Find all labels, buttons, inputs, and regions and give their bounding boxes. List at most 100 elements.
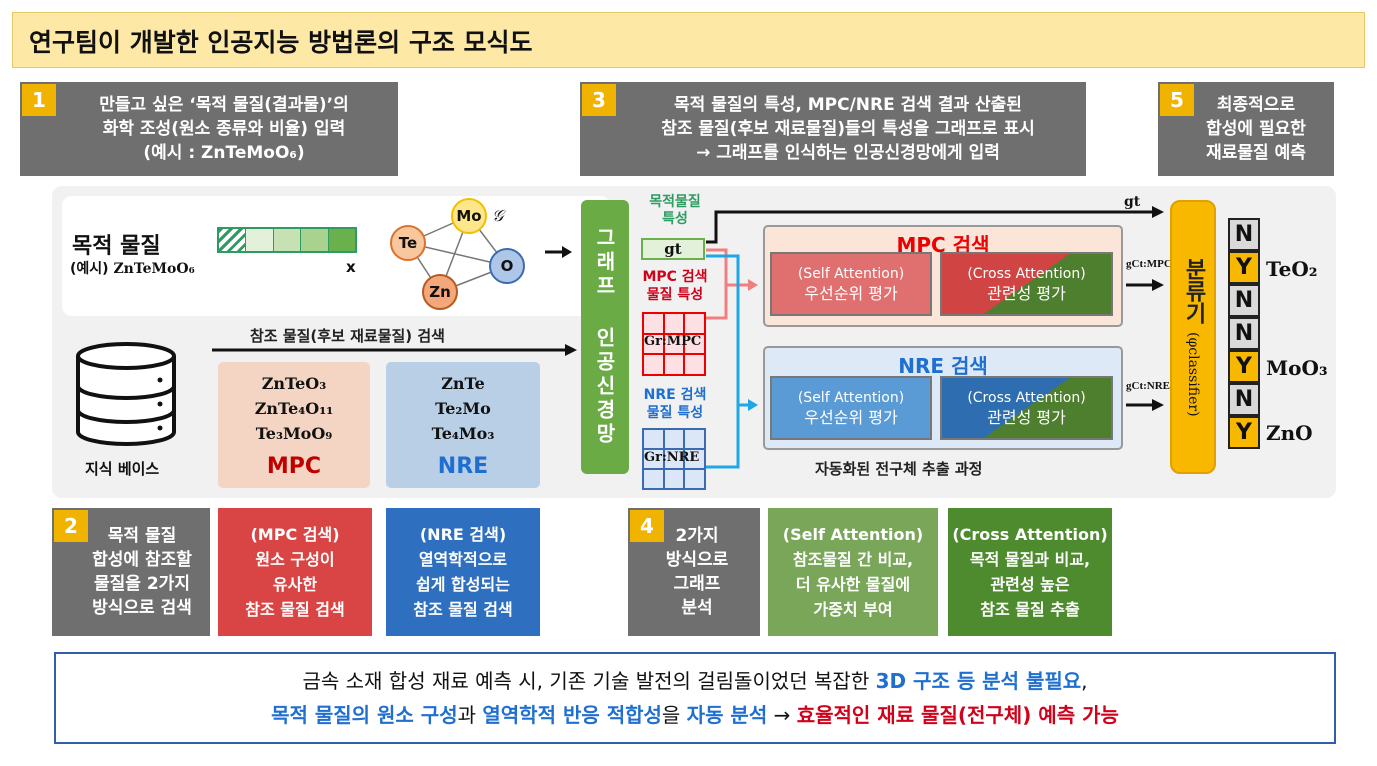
- step5-line: 재료물질 예측: [1206, 143, 1306, 163]
- graph-node-mo: Mo: [451, 198, 487, 234]
- summary-highlight: 목적 물질의 원소 구성: [271, 703, 458, 727]
- step1-number: 1: [22, 84, 56, 116]
- vector-label: x: [346, 258, 356, 276]
- label-line: MPC 검색: [642, 269, 708, 285]
- vector-cell: [246, 229, 274, 251]
- step2-line: 방식으로 검색: [92, 598, 192, 618]
- step4-line: 그래프: [673, 574, 721, 594]
- candidate: ZnTe₄O₁₁: [254, 399, 334, 418]
- prediction-cell: N: [1228, 317, 1260, 350]
- database-icon: [76, 342, 176, 446]
- prediction-label: MoO₃: [1266, 356, 1328, 380]
- prediction-cell: N: [1228, 284, 1260, 317]
- gmpc-output-label: gCt:MPC: [1126, 258, 1172, 270]
- step2-line: 목적 물질: [107, 526, 177, 546]
- desc-line: 참조물질 간 비교,: [792, 550, 914, 569]
- summary-text: 을: [661, 703, 687, 727]
- nre-self-attention: (Self Attention)우선순위 평가: [770, 376, 932, 440]
- gr-mpc-matrix: [642, 312, 706, 376]
- target-example: ZnTeMoO₆: [113, 261, 195, 277]
- step1-box: 만들고 싶은 ‘목적 물질(결과물)’의 화학 조성(원소 종류와 비율) 입력…: [20, 82, 398, 176]
- target-example-prefix: (예시): [70, 261, 114, 277]
- vector-cell: [273, 229, 302, 251]
- prediction-cell: Y: [1228, 416, 1260, 449]
- candidate: Te₄Mo₃: [431, 424, 495, 443]
- candidate: Te₂Mo: [435, 399, 491, 418]
- process-label: 자동화된 전구체 추출 과정: [815, 460, 983, 478]
- label-line: 물질 특성: [646, 405, 704, 421]
- desc-line: 원소 구성이: [255, 550, 335, 569]
- gr-nre-label: Gr:NRE: [644, 450, 700, 465]
- summary-text: ,: [1081, 669, 1088, 693]
- summary-text: 금속 소재 합성 재료 예측 시, 기존 기술 발전의 걸림돌이었던 복잡한: [302, 669, 876, 693]
- candidate: ZnTeO₃: [261, 374, 327, 393]
- vector-cell: [301, 229, 329, 251]
- prediction-column: N Y N N Y N Y: [1228, 218, 1260, 449]
- desc-line: 목적 물질과 비교,: [969, 550, 1091, 569]
- step3-number: 3: [582, 84, 616, 116]
- step4-line: 2가지: [675, 526, 719, 546]
- prediction-cell: Y: [1228, 251, 1260, 284]
- desc-line: 참조 물질 검색: [245, 600, 345, 619]
- step2-number: 2: [54, 510, 88, 542]
- desc-line: 참조 물질 검색: [413, 600, 513, 619]
- step1-line: 만들고 싶은 ‘목적 물질(결과물)’의: [99, 95, 349, 115]
- summary-highlight: 자동 분석: [686, 703, 768, 727]
- nre-candidates: ZnTe Te₂Mo Te₄Mo₃ NRE: [386, 362, 540, 488]
- search-label: 참조 물질(후보 재료물질) 검색: [250, 327, 445, 345]
- att-line: (Cross Attention): [967, 390, 1086, 406]
- step3-line: 목적 물질의 특성, MPC/NRE 검색 결과 산출된: [674, 95, 1022, 115]
- desc-line: 참조 물질 추출: [980, 600, 1080, 619]
- summary-highlight: 3D 구조 등 분석 불필요: [875, 669, 1082, 693]
- step5-line: 합성에 필요한: [1206, 119, 1306, 139]
- composition-vector: [217, 227, 357, 253]
- classifier-block: 분류기 (φclassifier): [1170, 200, 1216, 474]
- desc-line: 열역학적으로: [418, 550, 508, 569]
- summary-highlight: 열역학적 반응 적합성: [482, 703, 662, 727]
- desc-line: 더 유사한 물질에: [795, 575, 911, 594]
- step4-line: 방식으로: [665, 550, 729, 570]
- vector-cell: [219, 229, 247, 251]
- att-line: (Cross Attention): [967, 266, 1086, 282]
- att-line: 관련성 평가: [987, 408, 1066, 427]
- candidate: Te₃MoO₉: [255, 424, 333, 443]
- step5-number: 5: [1160, 84, 1194, 116]
- step3-box: 목적 물질의 특성, MPC/NRE 검색 결과 산출된 참조 물질(후보 재료…: [580, 82, 1086, 176]
- classifier-label: 분류기: [1181, 257, 1206, 324]
- step1-line: 화학 조성(원소 종류와 비율) 입력: [102, 119, 346, 139]
- classifier-symbol: (φclassifier): [1185, 331, 1201, 417]
- desc-line: 쉽게 합성되는: [416, 575, 510, 594]
- prediction-cell: Y: [1228, 350, 1260, 383]
- step4-number: 4: [630, 510, 664, 542]
- prediction-label: TeO₂: [1266, 257, 1318, 281]
- summary-box: 금속 소재 합성 재료 예측 시, 기존 기술 발전의 걸림돌이었던 복잡한 3…: [54, 652, 1336, 744]
- step2-line: 합성에 참조할: [92, 550, 192, 570]
- att-line: 우선순위 평가: [804, 284, 898, 303]
- graph-label: 𝒢: [492, 206, 504, 225]
- desc-line: 가중치 부여: [813, 600, 893, 619]
- gnn-block: 그래프 인공신경망: [581, 200, 629, 474]
- nre-label: NRE: [437, 454, 489, 479]
- step3-line: → 그래프를 인식하는 인공신경망에게 입력: [696, 143, 1000, 163]
- desc-line: 유사한: [272, 575, 318, 594]
- desc-line: (Self Attention): [782, 525, 924, 544]
- graph-node-te: Te: [390, 225, 426, 261]
- nre-cross-attention: (Cross Attention) 관련성 평가: [940, 376, 1113, 440]
- label-line: 특성: [662, 211, 688, 227]
- graph-node-o: O: [489, 248, 525, 284]
- target-label: 목적 물질: [72, 234, 161, 259]
- att-line: 우선순위 평가: [804, 408, 898, 427]
- label-line: 목적물질: [649, 194, 701, 210]
- att-line: 관련성 평가: [987, 284, 1066, 303]
- label-line: 물질 특성: [646, 287, 704, 303]
- label-line: NRE 검색: [643, 387, 707, 403]
- att-line: (Self Attention): [797, 266, 905, 282]
- step2-line: 물질을 2가지: [94, 574, 190, 594]
